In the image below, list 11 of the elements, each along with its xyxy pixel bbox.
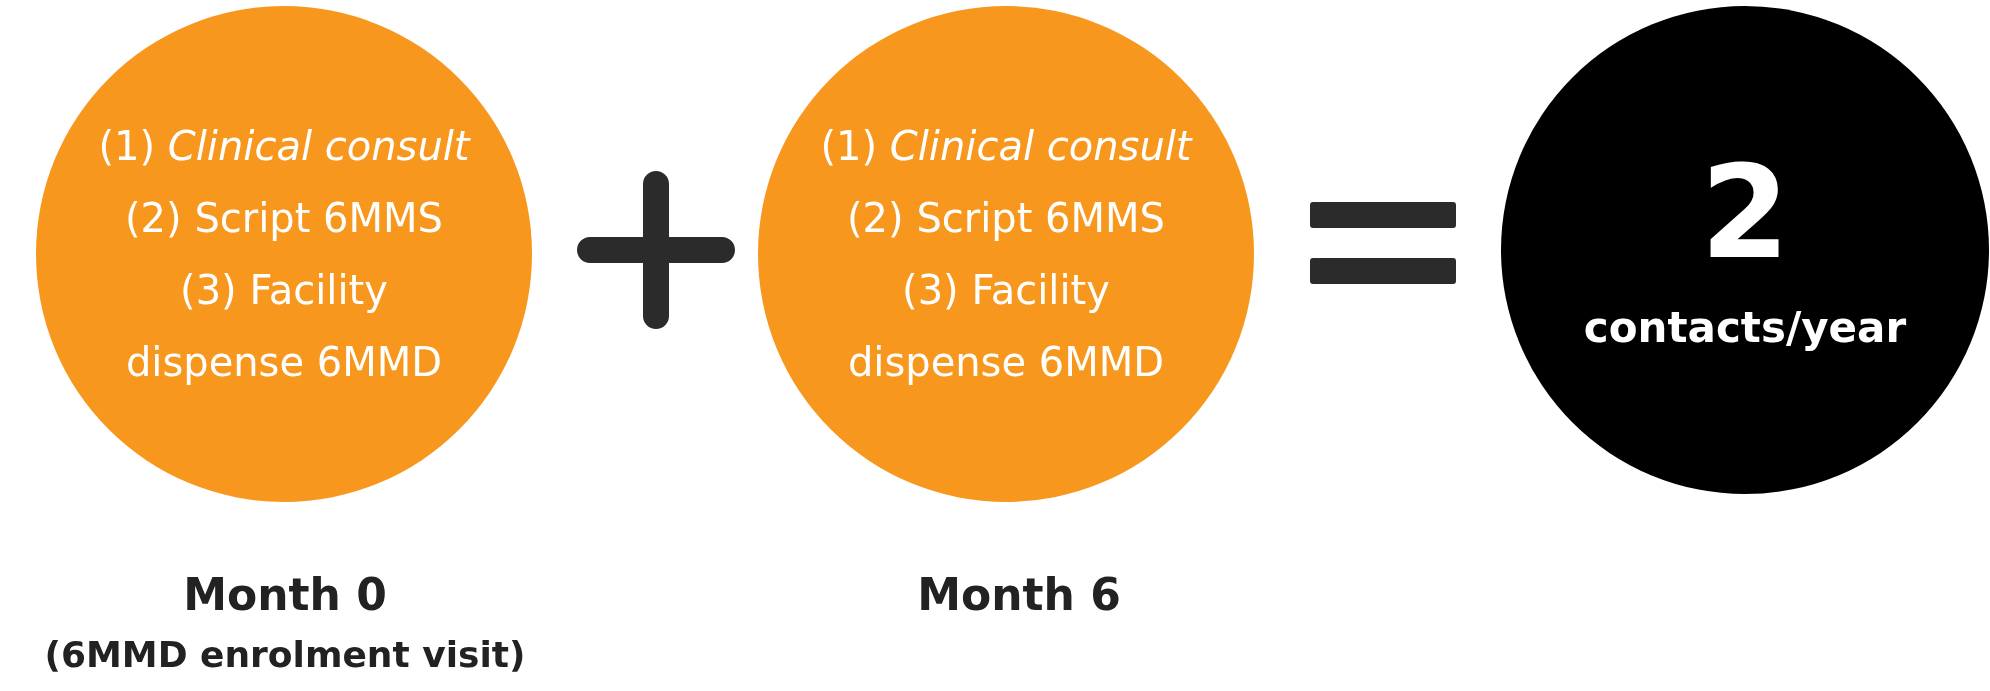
step-text: (2) Script 6MMS <box>125 194 443 243</box>
step-text: (3) Facility dispense 6MMD <box>846 266 1166 387</box>
month-label: Month 6 <box>917 568 1121 622</box>
step-text: (3) Facility dispense 6MMD <box>124 266 444 387</box>
month-label: Month 0 <box>183 568 387 622</box>
step-text: (1) Clinical consult <box>98 122 470 171</box>
step-text: (2) Script 6MMS <box>847 194 1165 243</box>
step-text: (1) Clinical consult <box>820 122 1192 171</box>
count-number: 2 <box>1700 148 1790 277</box>
visit-note: (6MMD enrolment visit) <box>44 633 526 677</box>
count-label: contacts/year <box>1583 304 1907 352</box>
